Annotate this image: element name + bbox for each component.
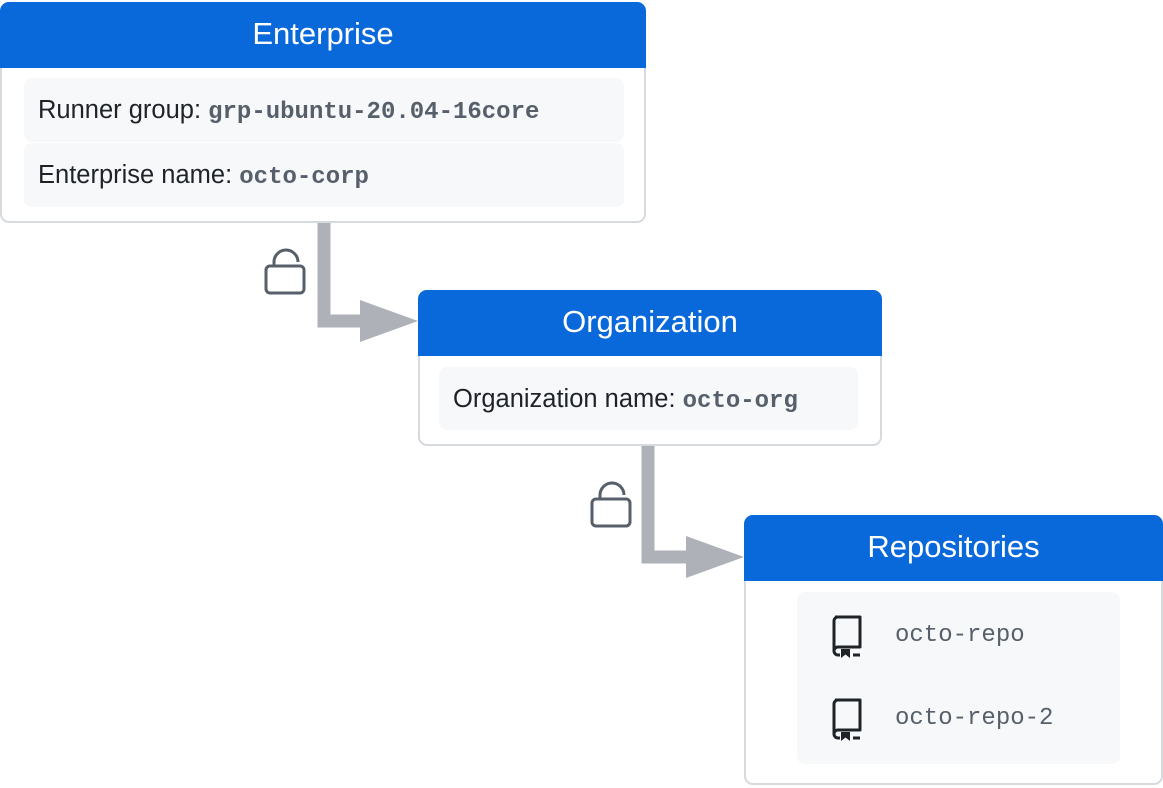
enterprise-name-label: Enterprise name: [38,161,233,189]
organization-name-value: octo-org [682,388,798,415]
arrow-head-icon [686,536,744,578]
runner-group-row: Runner group: grp-ubuntu-20.04-16core [24,78,624,142]
repo-icon [829,614,865,663]
repository-list: octo-repo octo-repo-2 [797,592,1120,764]
arrow-head-icon [360,300,418,342]
organization-card: Organization Organization name: octo-org [418,290,882,446]
runner-group-value: grp-ubuntu-20.04-16core [208,99,540,126]
enterprise-card: Enterprise Runner group: grp-ubuntu-20.0… [0,2,646,223]
unlock-icon [590,481,632,528]
enterprise-header: Enterprise [0,2,646,68]
arrow-line [317,223,370,328]
organization-header: Organization [418,290,882,356]
connector-enterprise-to-organization [264,223,418,342]
unlock-icon [264,248,306,295]
list-item[interactable]: octo-repo [797,606,1120,666]
repo-name: octo-repo [895,622,1025,649]
enterprise-name-value: octo-corp [239,164,369,191]
arrow-line [641,446,694,564]
organization-name-row: Organization name: octo-org [439,367,858,430]
enterprise-name-row: Enterprise name: octo-corp [24,143,624,207]
organization-name-label: Organization name: [453,385,676,413]
runner-group-label: Runner group: [38,96,202,124]
repositories-card: Repositories octo-repo [744,515,1163,785]
repositories-header: Repositories [744,515,1163,581]
repo-icon [829,697,865,746]
repo-name: octo-repo-2 [895,705,1054,732]
list-item[interactable]: octo-repo-2 [797,689,1120,749]
connector-organization-to-repositories [590,446,744,578]
